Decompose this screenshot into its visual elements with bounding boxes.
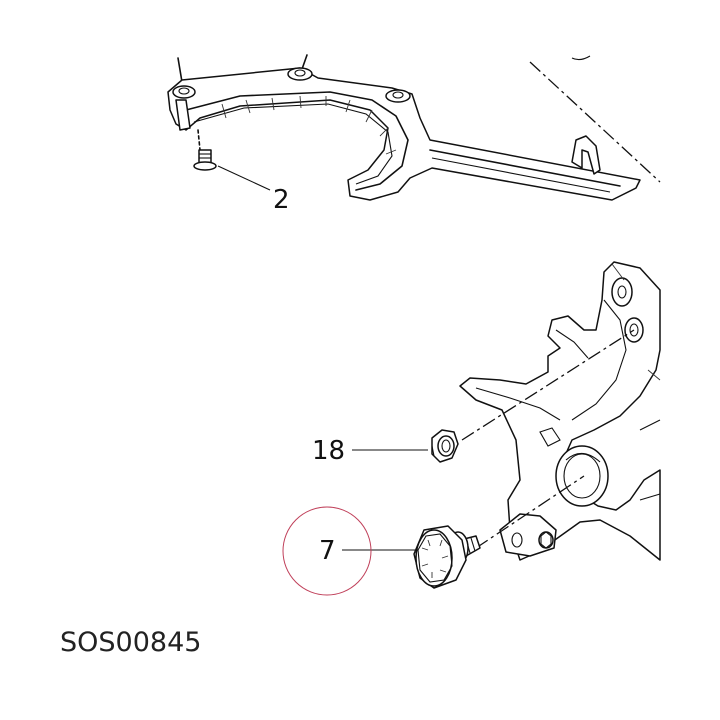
bolt-part-2 (193, 129, 217, 171)
callout-label-2: 2 (273, 185, 290, 215)
subframe-crossmember (167, 54, 641, 201)
highlight-circle-part-7 (282, 506, 372, 596)
callout-label-18: 18 (312, 436, 346, 466)
cam-bolt-part-7 (413, 525, 481, 589)
leader-line-2 (217, 165, 271, 191)
callout-label-7: 7 (319, 536, 336, 566)
diagram-reference-code: SOS00845 (60, 627, 202, 658)
hub-carrier (459, 261, 661, 561)
flange-nut-part-18 (431, 429, 459, 463)
